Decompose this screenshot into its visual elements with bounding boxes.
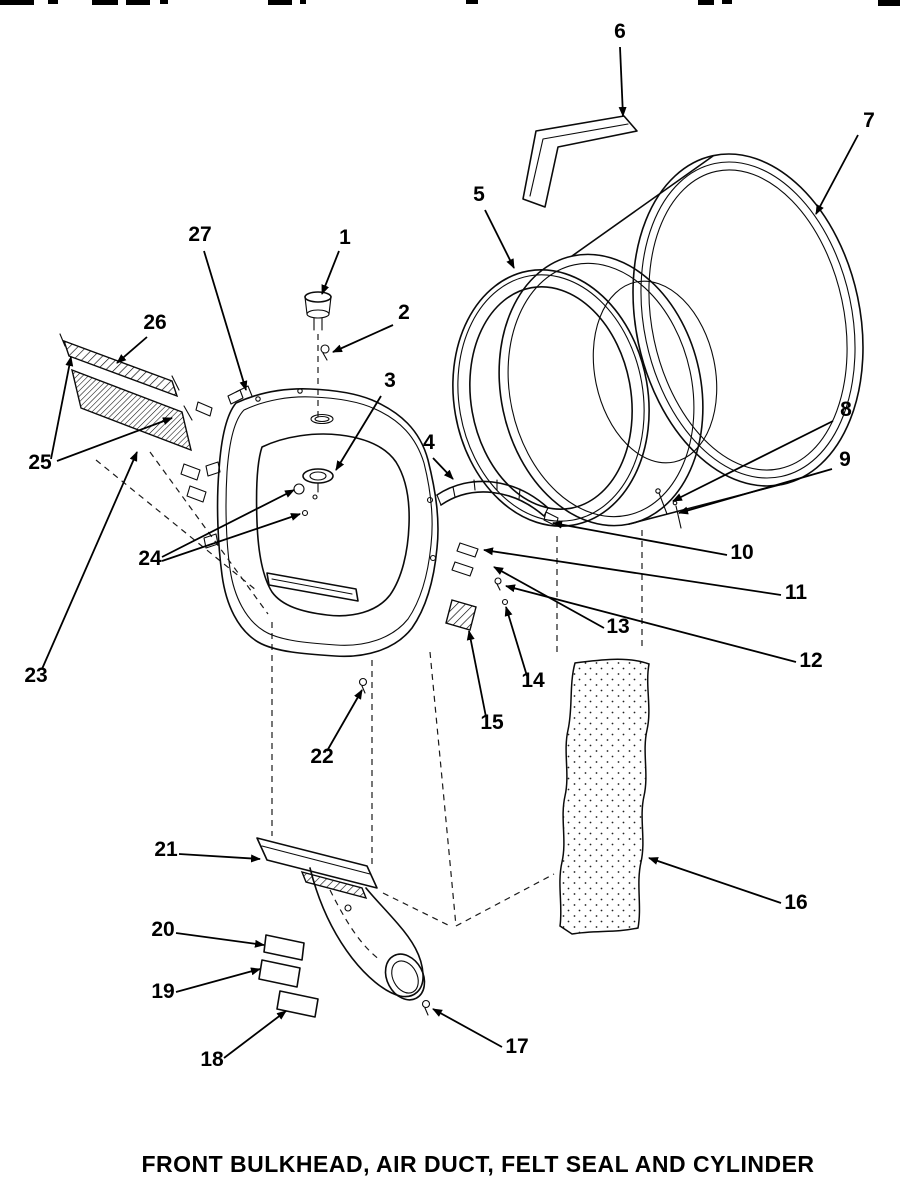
- callout-10-label: 10: [730, 541, 753, 564]
- callout-12: 12: [505, 584, 823, 672]
- alignment-guides: [95, 334, 643, 927]
- callout-11-label: 11: [785, 581, 808, 604]
- thermostat-19: [258, 959, 301, 988]
- diagram-title: FRONT BULKHEAD, AIR DUCT, FELT SEAL AND …: [141, 1151, 814, 1177]
- callout-25: 25: [28, 356, 173, 474]
- callout-18: 18: [200, 1010, 287, 1071]
- callout-7: 7: [815, 109, 875, 215]
- callout-8-label: 8: [840, 398, 852, 421]
- callout-2-label: 2: [398, 301, 410, 324]
- callout-27: 27: [188, 223, 248, 391]
- air-duct: [256, 837, 426, 1001]
- callout-17: 17: [432, 1008, 529, 1058]
- callout-9-label: 9: [839, 448, 851, 471]
- callout-2: 2: [332, 301, 410, 353]
- callout-17-label: 17: [505, 1035, 528, 1058]
- callout-23: 23: [24, 451, 138, 687]
- dryer-cylinder: [498, 153, 864, 527]
- callout-15-label: 15: [480, 711, 504, 734]
- callout-3-label: 3: [384, 369, 396, 392]
- callout-16: 16: [648, 857, 808, 914]
- bulkhead-clips: [180, 463, 207, 503]
- mounting-bracket: [522, 115, 638, 208]
- callout-21: 21: [154, 838, 261, 863]
- callout-23-label: 23: [24, 664, 47, 687]
- callout-21-label: 21: [154, 838, 178, 861]
- callout-22: 22: [310, 689, 363, 768]
- callout-24: 24: [138, 489, 301, 570]
- callout-12-label: 12: [799, 649, 822, 672]
- callout-5: 5: [473, 183, 515, 269]
- callout-3: 3: [335, 369, 396, 471]
- callout-8: 8: [672, 398, 852, 502]
- center-hub-seal: [293, 468, 334, 517]
- callout-26-label: 26: [143, 311, 166, 334]
- callout-26: 26: [116, 311, 167, 364]
- callout-4: 4: [423, 431, 454, 480]
- screw-2: [320, 344, 330, 361]
- callout-27-label: 27: [188, 223, 211, 246]
- callout-24-label: 24: [138, 547, 162, 570]
- cropped-text-artifacts: [0, 0, 900, 6]
- callout-19: 19: [151, 967, 261, 1003]
- callout-4-label: 4: [423, 431, 435, 454]
- pin-9: [672, 500, 682, 529]
- lint-screen: [71, 368, 193, 452]
- thermostat-18: [276, 990, 319, 1018]
- curved-duct-seal: [436, 479, 549, 517]
- thermostat-20: [263, 934, 305, 961]
- pin-8: [655, 488, 668, 515]
- callout-22-label: 22: [310, 745, 333, 768]
- felt-block-13: [451, 561, 474, 577]
- screw-17: [421, 999, 431, 1016]
- callout-9: 9: [678, 448, 851, 515]
- callout-20-label: 20: [151, 918, 174, 941]
- callout-11: 11: [483, 547, 808, 604]
- callout-1-label: 1: [339, 226, 351, 249]
- top-seal: [304, 291, 332, 331]
- felt-strip: [559, 658, 650, 935]
- callout-6: 6: [614, 20, 627, 117]
- front-felt-seal-ring: [452, 269, 650, 527]
- callout-14-label: 14: [521, 669, 545, 692]
- callout-5-label: 5: [473, 183, 485, 206]
- callout-13: 13: [493, 566, 630, 638]
- felt-block-11: [456, 542, 479, 558]
- callout-13-label: 13: [606, 615, 629, 638]
- front-bulkhead: [195, 385, 439, 658]
- felt-pad-15: [445, 599, 477, 631]
- callout-14: 14: [504, 606, 545, 692]
- screw-12: [494, 577, 502, 591]
- callout-25-label: 25: [28, 451, 52, 474]
- callout-16-label: 16: [784, 891, 807, 914]
- callout-1: 1: [321, 226, 351, 295]
- callout-15: 15: [466, 630, 504, 734]
- screw-22: [358, 677, 368, 694]
- callout-19-label: 19: [151, 980, 174, 1003]
- lint-grille: [59, 333, 180, 398]
- callout-18-label: 18: [200, 1048, 224, 1071]
- callout-7-label: 7: [863, 109, 875, 132]
- screw-14: [501, 598, 509, 606]
- callout-6-label: 6: [614, 20, 626, 43]
- callout-10: 10: [552, 520, 754, 564]
- callout-20: 20: [151, 918, 265, 948]
